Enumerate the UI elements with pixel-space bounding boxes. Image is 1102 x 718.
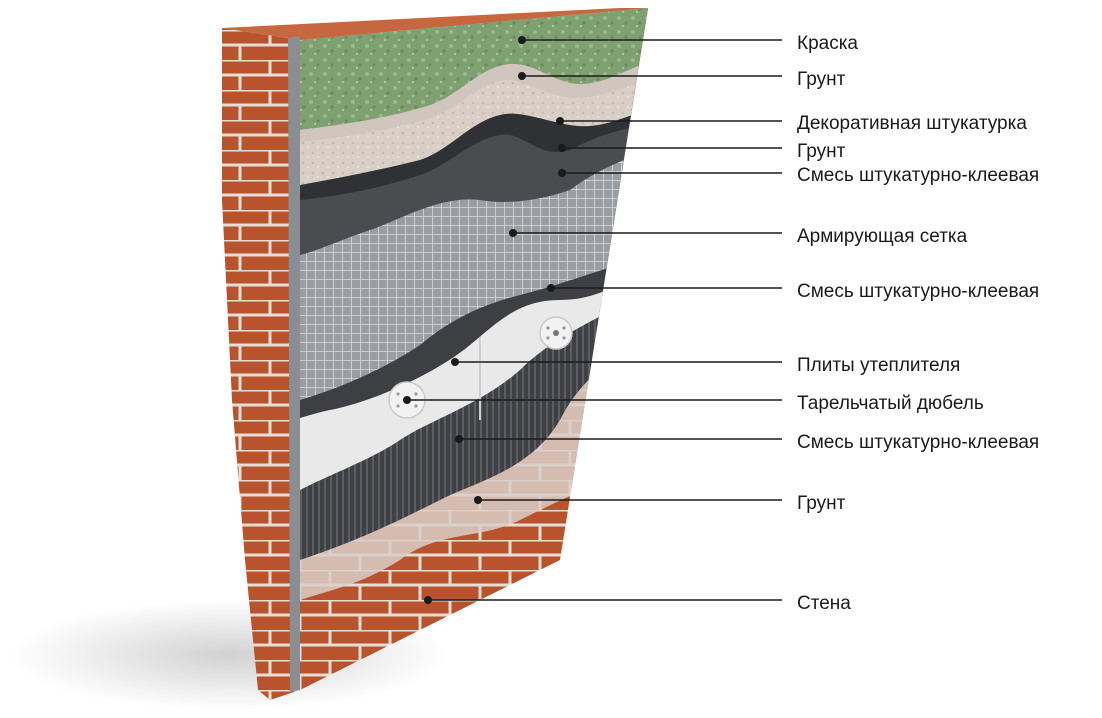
callout-primer-2: Грунт	[558, 141, 846, 162]
brick-wall-top	[222, 8, 648, 40]
label-dowel: Тарельчатый дюбель	[797, 393, 984, 414]
label-decorative-plaster: Декоративная штукатурка	[797, 113, 1027, 134]
label-insulation: Плиты утеплителя	[797, 355, 960, 376]
callout-dowel: Тарельчатый дюбель	[403, 393, 984, 414]
callout-wall: Стена	[424, 593, 851, 614]
callout-mesh: Армирующая сетка	[509, 226, 968, 247]
label-mesh: Армирующая сетка	[797, 226, 968, 247]
callout-primer-1: Грунт	[518, 69, 846, 90]
callout-decorative-plaster: Декоративная штукатурка	[556, 113, 1027, 134]
callout-paint: Краска	[518, 33, 858, 54]
callout-adhesive-1: Смесь штукатурно-клеевая	[558, 165, 1039, 186]
brick-wall-side	[222, 28, 300, 700]
callout-adhesive-2: Смесь штукатурно-клеевая	[547, 281, 1039, 302]
dowel-upper-icon	[539, 316, 573, 350]
label-adhesive-1: Смесь штукатурно-клеевая	[797, 165, 1039, 186]
label-paint: Краска	[797, 33, 858, 54]
callout-insulation: Плиты утеплителя	[451, 355, 960, 376]
label-adhesive-2: Смесь штукатурно-клеевая	[797, 281, 1039, 302]
label-primer-3: Грунт	[797, 493, 846, 514]
paint-layer	[300, 8, 648, 130]
callout-primer-3: Грунт	[474, 493, 846, 514]
label-adhesive-3: Смесь штукатурно-клеевая	[797, 432, 1039, 453]
label-primer-2: Грунт	[797, 141, 846, 162]
face-edge	[288, 36, 300, 692]
callout-adhesive-3: Смесь штукатурно-клеевая	[455, 432, 1039, 453]
label-primer-1: Грунт	[797, 69, 846, 90]
label-wall: Стена	[797, 593, 851, 614]
